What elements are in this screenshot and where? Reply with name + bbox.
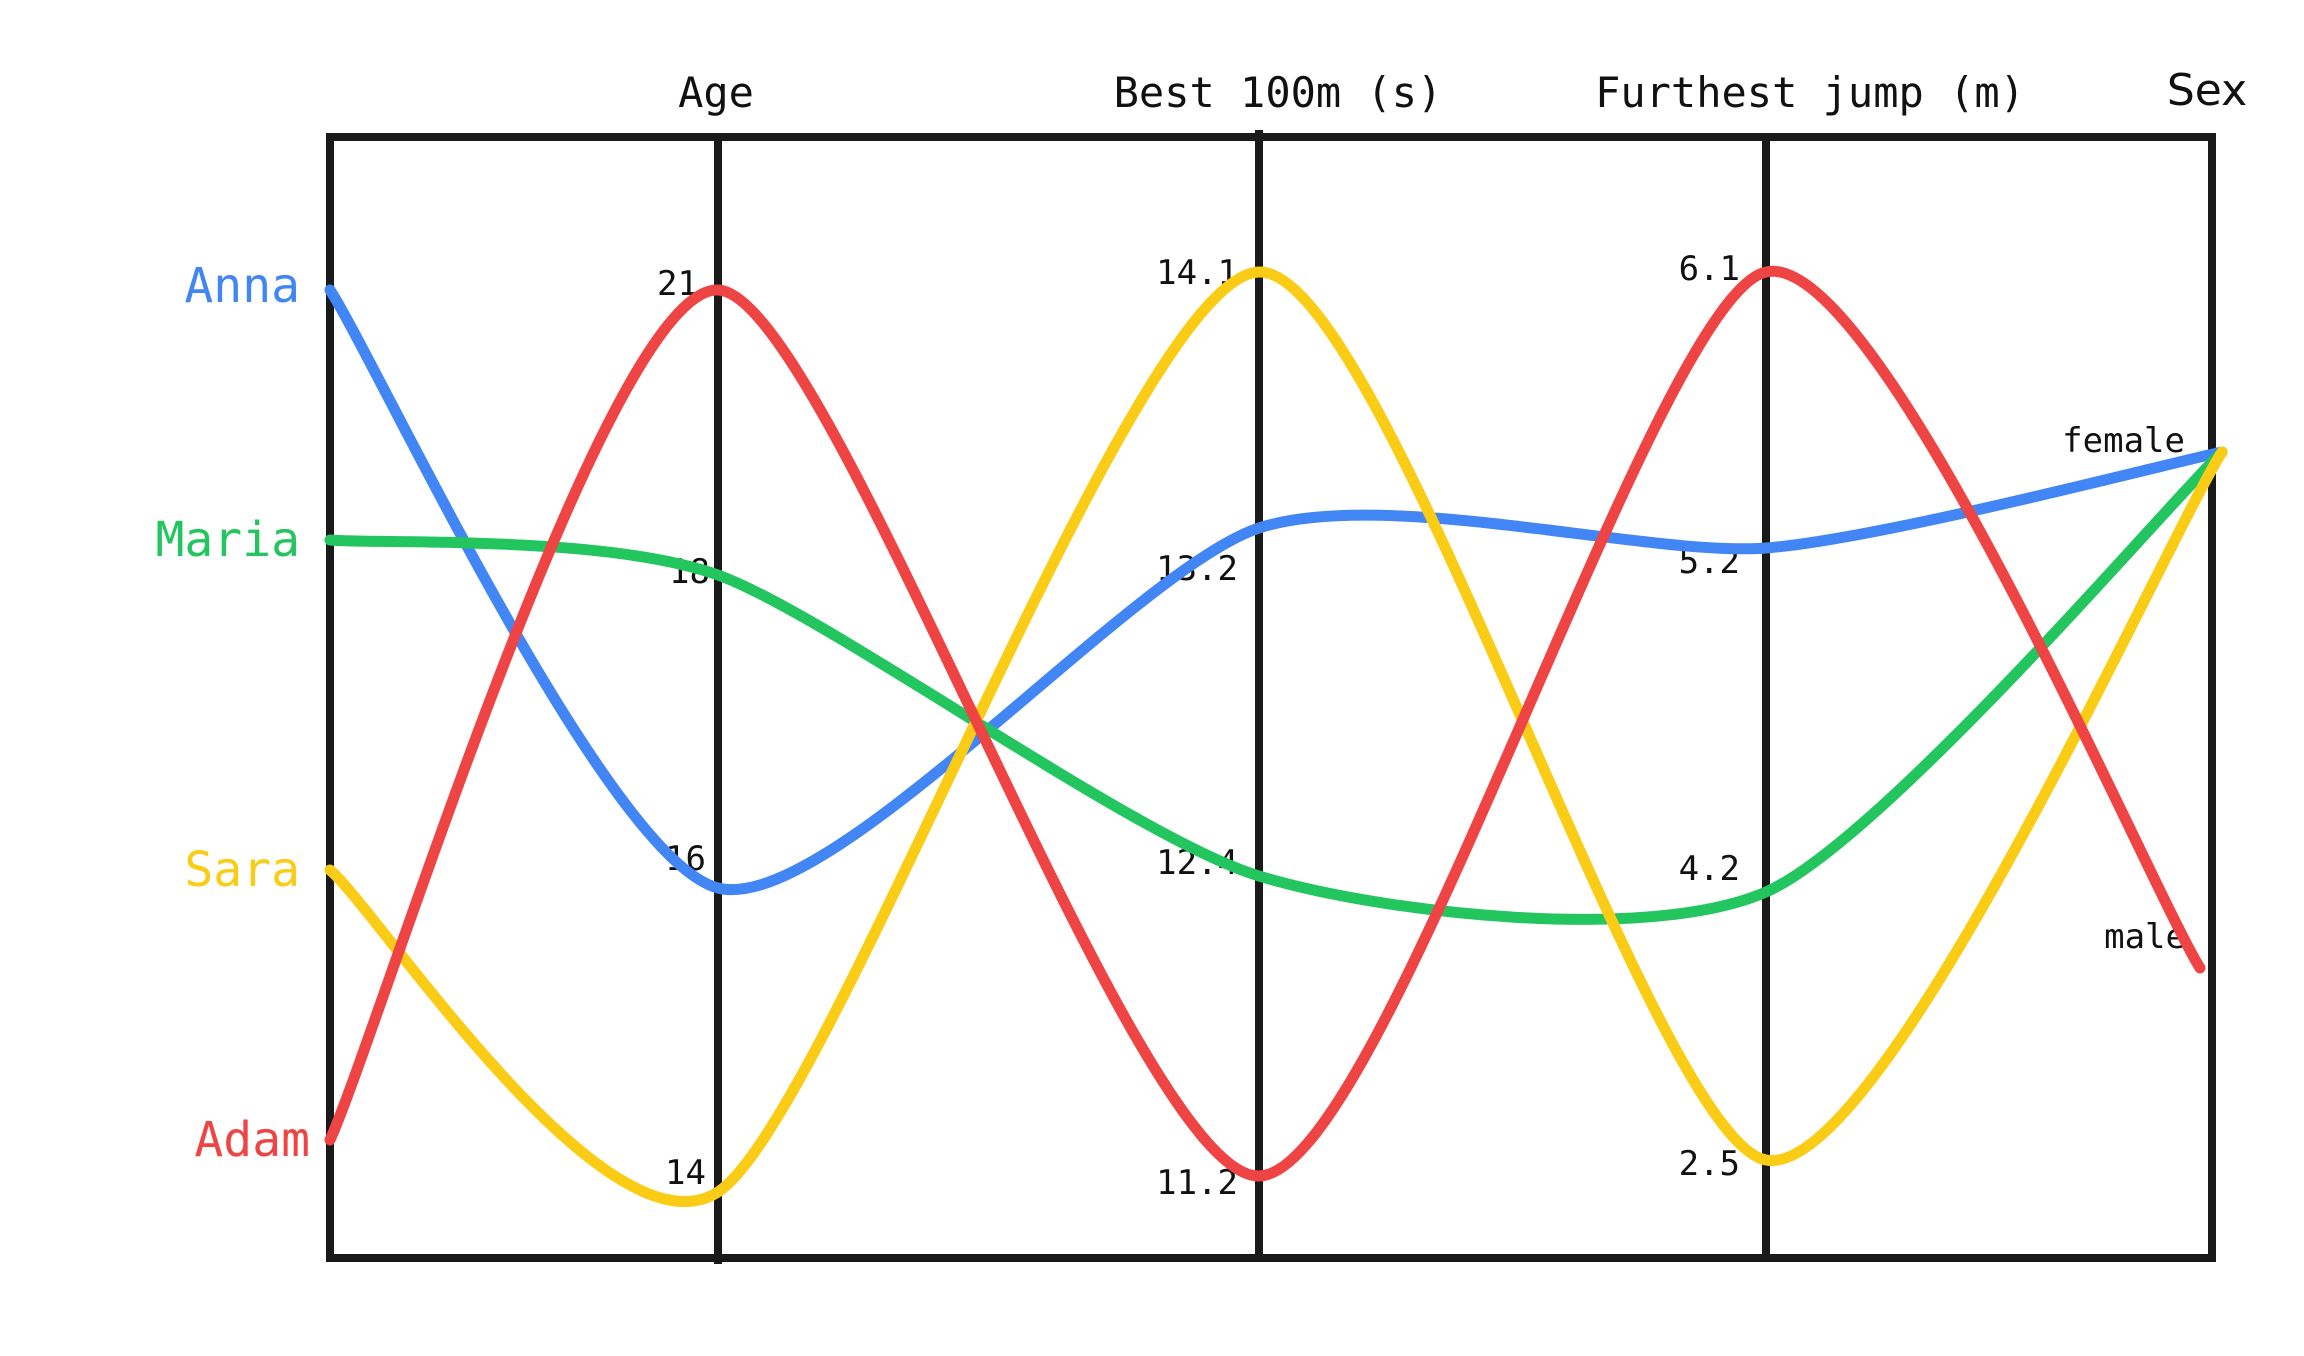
tick-label-age-14: 14 — [665, 1153, 706, 1193]
name-label-adam: Adam — [194, 1112, 310, 1168]
axis-title-best100m: Best 100m (s) — [1114, 68, 1443, 117]
axis-titles: Age Best 100m (s) Furthest jump (m) Sex — [678, 65, 2247, 117]
name-label-maria: Maria — [156, 512, 301, 568]
name-label-anna: Anna — [184, 258, 300, 314]
axis-title-sex: Sex — [2167, 65, 2247, 116]
tick-label-jump-2.5: 2.5 — [1679, 1144, 1740, 1184]
tick-label-jump-4.2: 4.2 — [1679, 849, 1740, 889]
tick-label-100m-11.2: 11.2 — [1156, 1163, 1238, 1203]
series-line-maria — [324, 446, 2228, 925]
tick-label-jump-6.1: 6.1 — [1679, 249, 1740, 289]
tick-label-sex-female: female — [2062, 421, 2185, 461]
tick-labels: 21 18 16 14 14.1 13.2 12.4 11.2 6.1 5.2 … — [657, 249, 2186, 1203]
axis-title-jump: Furthest jump (m) — [1595, 68, 2025, 117]
axis-title-age: Age — [678, 68, 754, 117]
frame-border — [326, 133, 2216, 1262]
name-label-sara: Sara — [184, 842, 300, 898]
chart-frame — [326, 130, 2216, 1264]
name-labels: Anna Maria Sara Adam — [156, 258, 311, 1168]
series-line-anna — [324, 284, 2228, 896]
series-line-sara — [324, 266, 2228, 1207]
series-lines — [324, 266, 2228, 1207]
series-line-adam — [324, 266, 2206, 1182]
